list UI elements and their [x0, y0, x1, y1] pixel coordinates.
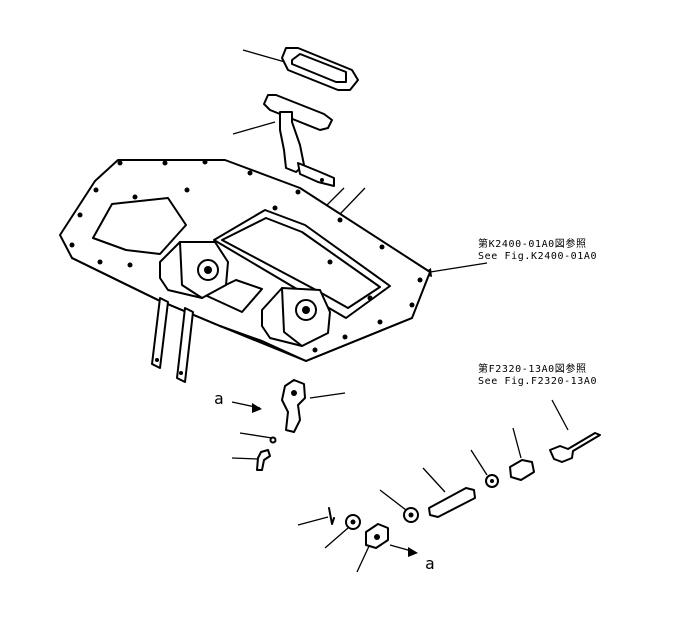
leader-line-bolt	[231, 457, 259, 460]
leader-line-floor-plate	[423, 262, 488, 274]
reference-rod-jp: 第F2320-13A0図参照	[478, 364, 587, 375]
leader-line-stud	[422, 467, 446, 493]
stud	[428, 487, 476, 518]
direction-label-a-lower: a	[425, 554, 435, 573]
floor-plate-bolt-holes	[69, 159, 423, 353]
reference-rod-en: See Fig.F2320-13A0	[478, 376, 598, 387]
arrow-a-lower-head	[408, 547, 418, 557]
arrow-a-upper-head	[252, 403, 262, 413]
leader-line-sleeve	[512, 427, 522, 459]
long-pin	[549, 432, 601, 463]
leader-line-nut-mid	[379, 489, 407, 511]
rod-parts	[328, 432, 601, 549]
hinge-bracket-right	[261, 287, 331, 347]
hinge-bracket-left	[159, 241, 229, 299]
leader-line-pedal	[232, 121, 276, 135]
clamp-assembly	[256, 379, 306, 471]
leader-line-cotter	[297, 516, 329, 526]
sleeve	[509, 459, 535, 481]
bolt	[256, 449, 271, 471]
support-legs	[151, 297, 194, 383]
leader-line-seal	[242, 49, 286, 63]
pedal-seal	[281, 47, 359, 91]
leader-line-nut-left	[324, 527, 349, 549]
leader-line-washer	[239, 432, 273, 439]
floor-plate-body	[59, 159, 431, 362]
leader-line-clamp	[309, 392, 346, 399]
floor-plate	[59, 159, 431, 362]
direction-label-a-upper: a	[214, 389, 224, 408]
leader-line-nut-right	[470, 449, 488, 476]
direction-arrows	[231, 401, 418, 557]
cotter-pin	[328, 507, 335, 525]
reference-floor-plate-en: See Fig.K2400-01A0	[478, 251, 598, 262]
leader-line-long-pin	[551, 399, 569, 431]
floor-plate-opening-left	[92, 197, 187, 255]
reference-floor-plate-jp: 第K2400-01A0図参照	[478, 239, 587, 250]
leader-line-yoke	[356, 543, 371, 573]
pedal	[263, 94, 335, 187]
washer	[269, 436, 277, 444]
